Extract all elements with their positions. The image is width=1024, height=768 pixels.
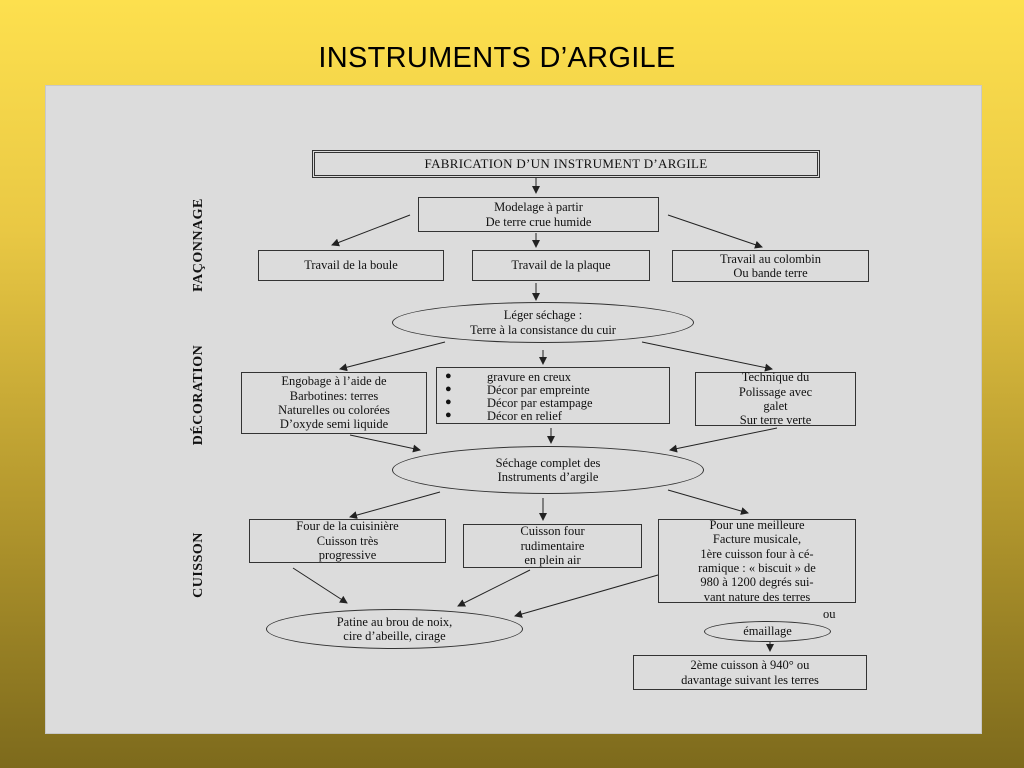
decor-list-item: ●Décor par estampage: [445, 396, 593, 411]
travail-colombin-box: Travail au colombin Ou bande terre: [672, 250, 869, 282]
arrow-engobage-to-sechage-complet: [349, 434, 421, 453]
arrow-cuisson-four-to-patine: [457, 569, 531, 607]
arrow-sechage-complet-to-facture: [667, 489, 749, 515]
engobage-box: Engobage à l’aide de Barbotines: terres …: [241, 372, 427, 434]
decor-list-item: ●Décor en relief: [445, 409, 562, 424]
decor-list-item: ●Décor par empreinte: [445, 383, 590, 398]
arrow-sechage-complet-to-four: [349, 491, 441, 519]
modelage-box: Modelage à partir De terre crue humide: [418, 197, 659, 232]
arrow-sechage-to-engobage: [339, 341, 446, 372]
emaillage-ellipse: émaillage: [704, 621, 831, 642]
cuisson-four-box: Cuisson four rudimentaire en plein air: [463, 524, 642, 568]
travail-boule-box: Travail de la boule: [258, 250, 444, 281]
leger-sechage-ellipse: Léger séchage : Terre à la consistance d…: [392, 302, 694, 343]
header-box: FABRICATION D’UN INSTRUMENT D’ARGILE: [312, 150, 820, 178]
patine-ellipse: Patine au brou de noix, cire d’abeille, …: [266, 609, 523, 649]
decor-list-item: ●gravure en creux: [445, 370, 571, 384]
arrow-polissage-to-sechage-complet: [669, 427, 778, 453]
ou-label: ou: [823, 607, 836, 621]
arrow-facture-to-patine: [514, 574, 659, 618]
travail-plaque-box: Travail de la plaque: [472, 250, 650, 281]
meilleure-facture-box: Pour une meilleure Facture musicale, 1èr…: [658, 518, 856, 604]
polissage-box: Technique du Polissage avec galet Sur te…: [695, 370, 856, 427]
sechage-complet-ellipse: Séchage complet des Instruments d’argile: [392, 446, 704, 494]
four-cuisiniere-box: Four de la cuisinière Cuisson très progr…: [249, 519, 446, 563]
arrow-four-to-patine: [292, 567, 348, 604]
arrow-modelage-to-boule: [331, 214, 411, 247]
arrow-sechage-to-polissage: [641, 341, 773, 372]
arrow-modelage-to-colombin: [667, 214, 763, 249]
deuxieme-cuisson-box: 2ème cuisson à 940° ou davantage suivant…: [633, 655, 867, 690]
decor-list-box: ●gravure en creux ●Décor par empreinte ●…: [436, 367, 670, 424]
slide-title: INSTRUMENTS D’ARGILE: [318, 42, 676, 74]
